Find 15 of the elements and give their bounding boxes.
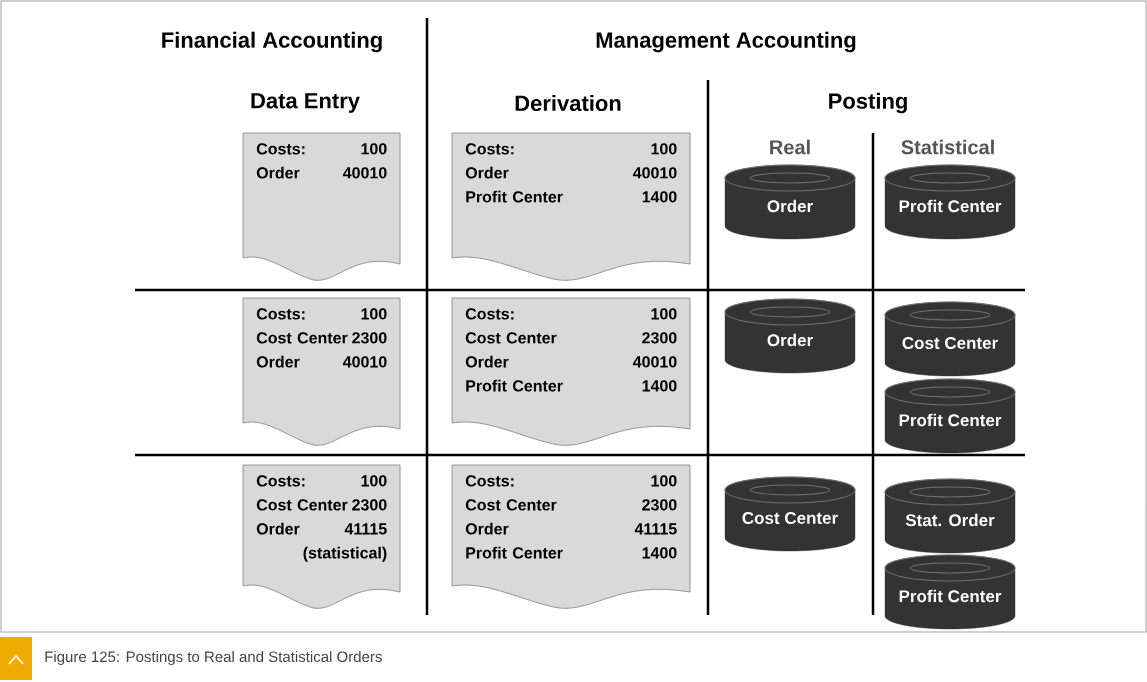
- database-cylinder: Order: [724, 164, 856, 240]
- column-heading: Management Accounting: [596, 31, 856, 53]
- column-heading: Financial Accounting: [162, 31, 382, 53]
- database-cylinder: Profit Center: [884, 378, 1016, 454]
- column-heading: Statistical: [901, 139, 994, 155]
- database-cylinder: Profit Center: [884, 164, 1016, 240]
- database-cylinder: Stat. Order: [884, 478, 1016, 554]
- database-cylinder: Profit Center: [884, 554, 1016, 630]
- column-heading: Derivation: [515, 94, 621, 112]
- database-cylinder: Cost Center: [884, 301, 1016, 377]
- column-heading: Data Entry: [251, 93, 360, 113]
- database-cylinder: Cost Center: [724, 476, 856, 552]
- column-heading: Posting: [829, 92, 907, 114]
- caption: Figure 125: Postings to Real and Statistical Orders: [45, 651, 382, 665]
- database-cylinder: Order: [724, 298, 856, 374]
